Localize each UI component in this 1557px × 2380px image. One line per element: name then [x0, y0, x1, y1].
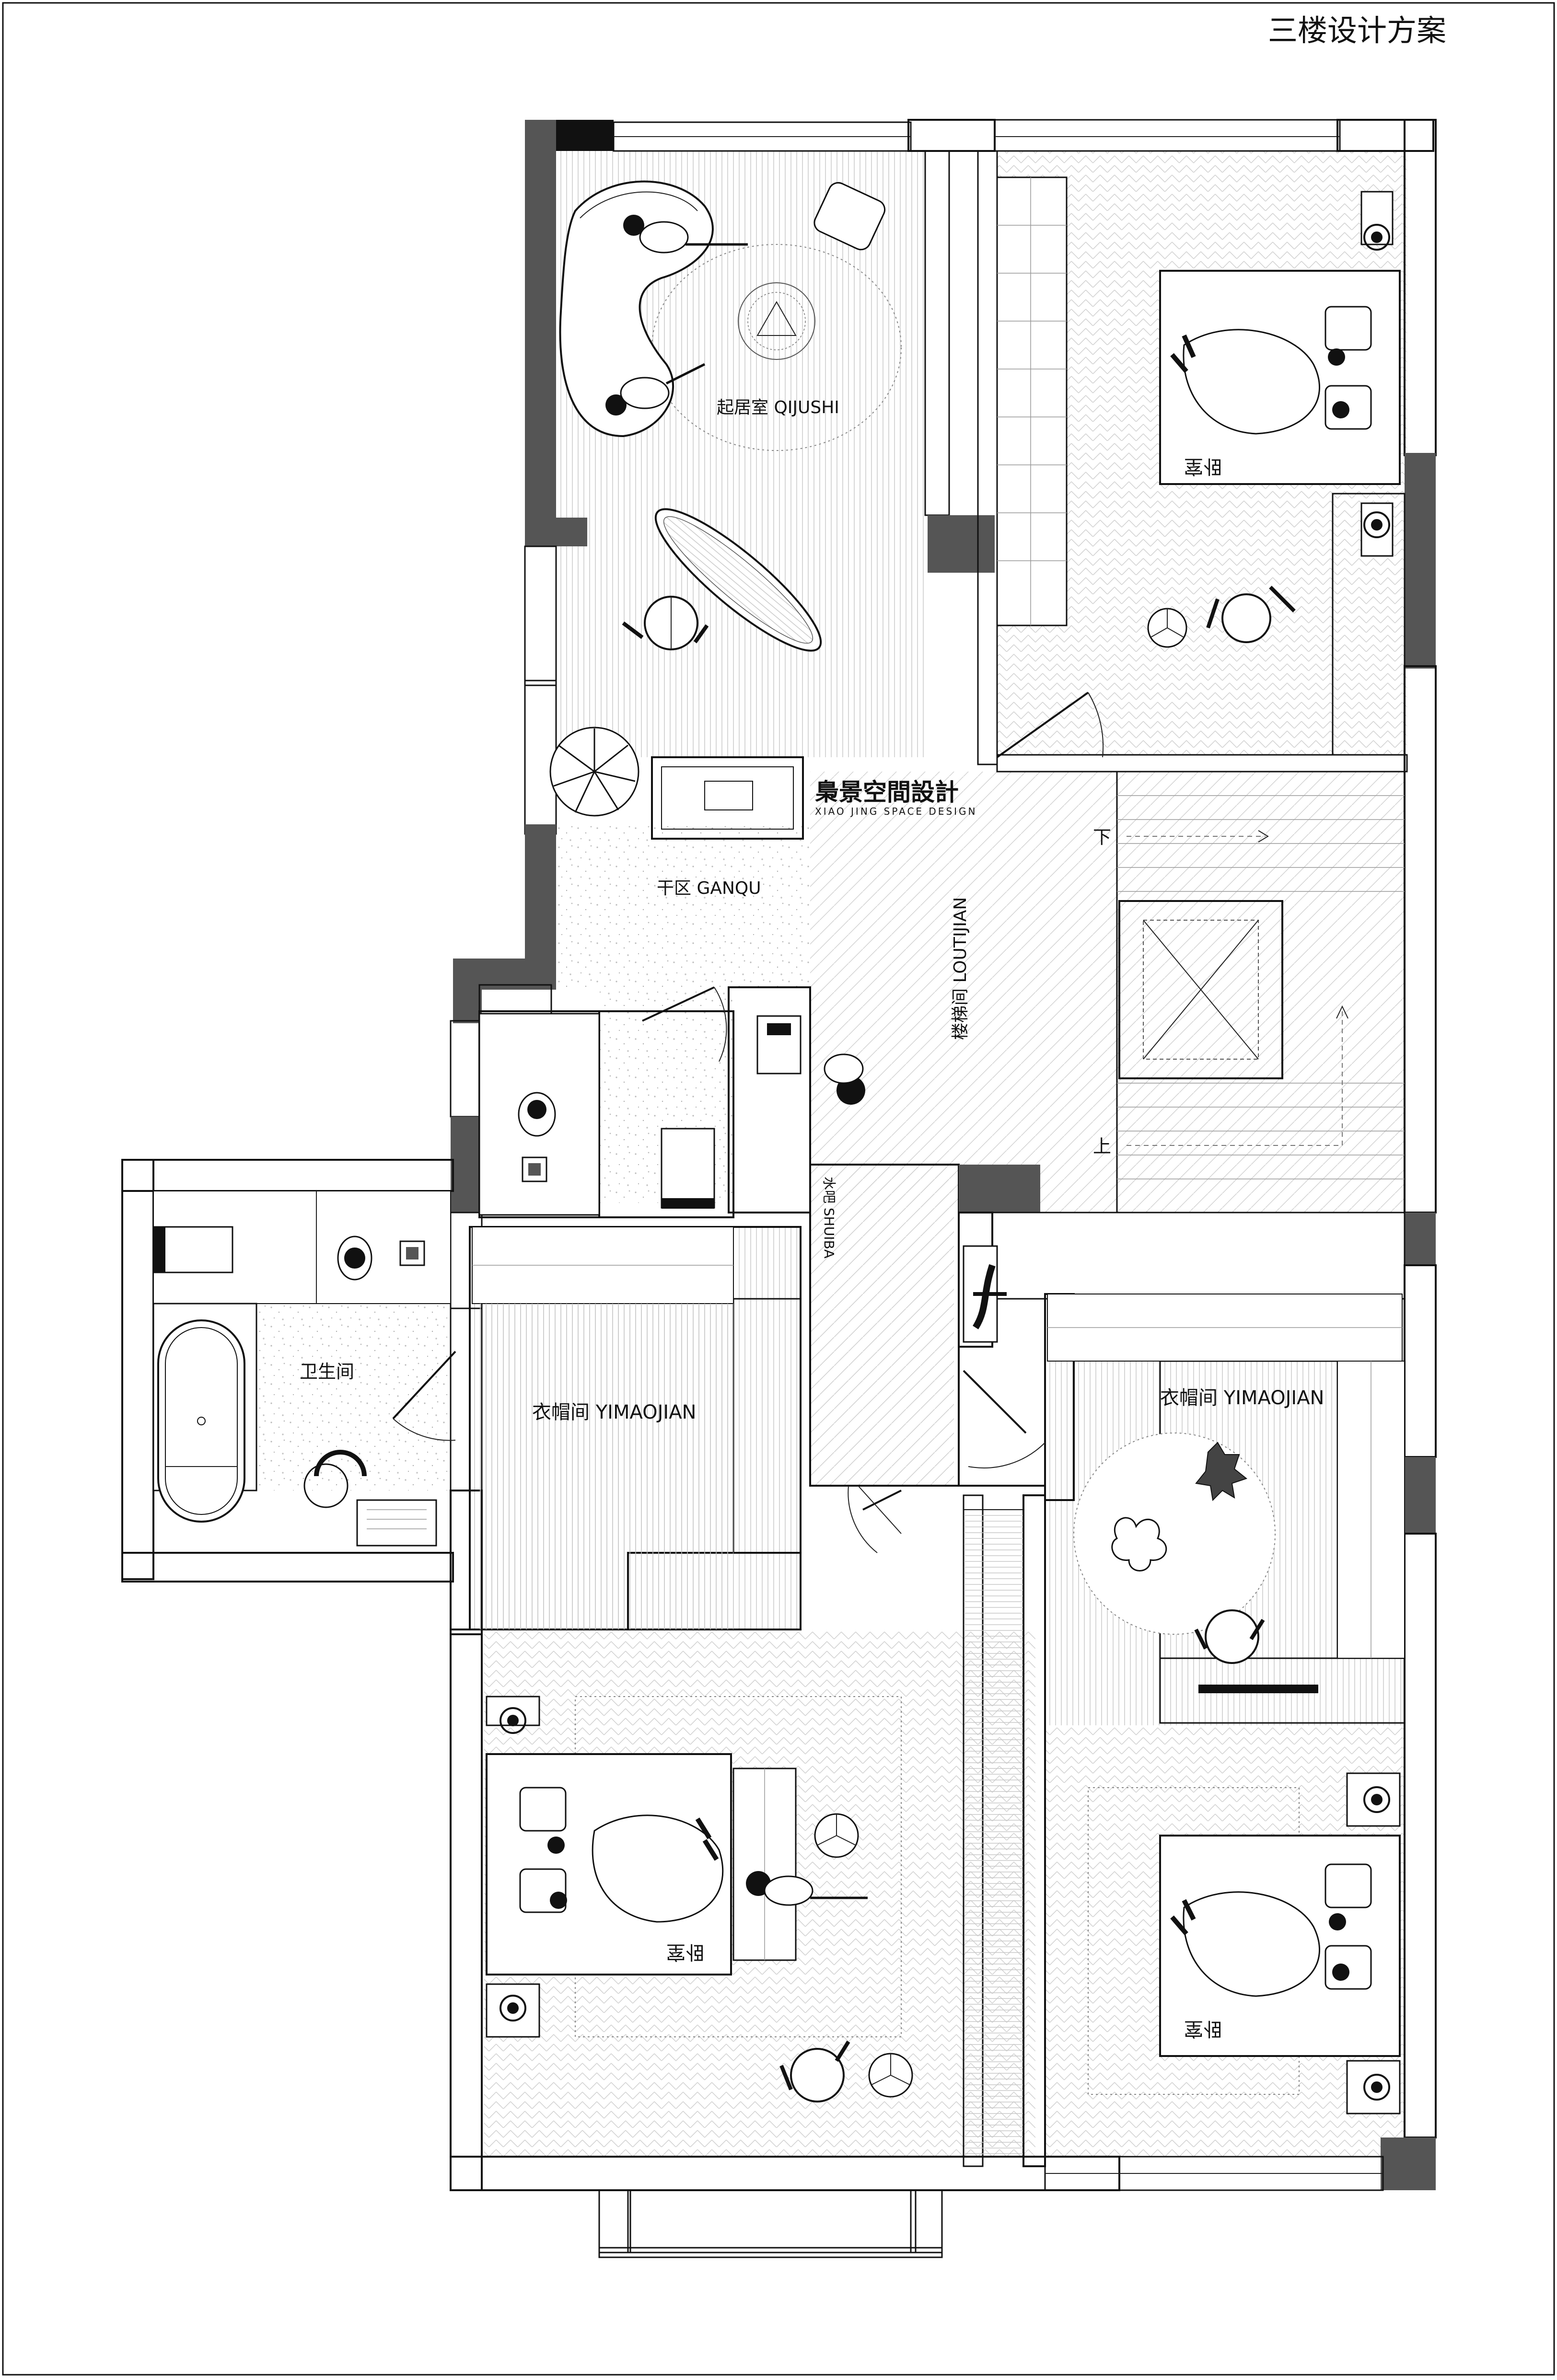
room-label-loutijian: 楼梯间 LOUTIJIAN — [951, 897, 970, 1040]
bathroom: 卫生间 — [152, 1190, 456, 1547]
room-label-yimaojian-right: 衣帽间 YIMAOJIAN — [1160, 1387, 1324, 1409]
room-label-shuiba: 水吧 SHUIBA — [821, 1177, 837, 1259]
living-room-furniture — [549, 180, 902, 817]
water-bar: 水吧 SHUIBA — [815, 1169, 1007, 1481]
stair-up-label: 上 — [1093, 1136, 1111, 1157]
closet-right: 衣帽间 YIMAOJIAN — [963, 1294, 1405, 1693]
staircase: 下 上 — [1093, 771, 1406, 1213]
dry-area — [478, 986, 865, 1216]
bedroom-bottom-left: 卧室 — [486, 1485, 913, 2103]
walls — [121, 119, 1437, 2258]
room-label-qijushi: 起居室 QIJUSHI — [717, 398, 839, 417]
room-label-wo-top: 卧室 — [1184, 455, 1222, 477]
room-label-wo-right: 卧室 — [1184, 2018, 1222, 2040]
page-title: 三楼设计方案 — [1268, 13, 1446, 48]
room-label-wo-left: 卧室 — [666, 1941, 705, 1963]
closet-left: 衣帽间 YIMAOJIAN — [472, 1226, 902, 1629]
brand-name-en: XIAO JING SPACE DESIGN — [815, 806, 977, 817]
room-label-yimaojian-left: 衣帽间 YIMAOJIAN — [532, 1401, 696, 1423]
bedroom-bottom-right: 卧室 — [963, 1509, 1401, 2157]
room-label-weishengjian: 卫生间 — [300, 1361, 354, 1382]
stair-down-label: 下 — [1093, 827, 1111, 848]
brand-name-cn: 梟景空間設計 — [815, 778, 959, 806]
room-label-ganqu: 干区 GANQU — [657, 878, 761, 898]
bedroom-top-right: 卧室 — [996, 176, 1401, 758]
